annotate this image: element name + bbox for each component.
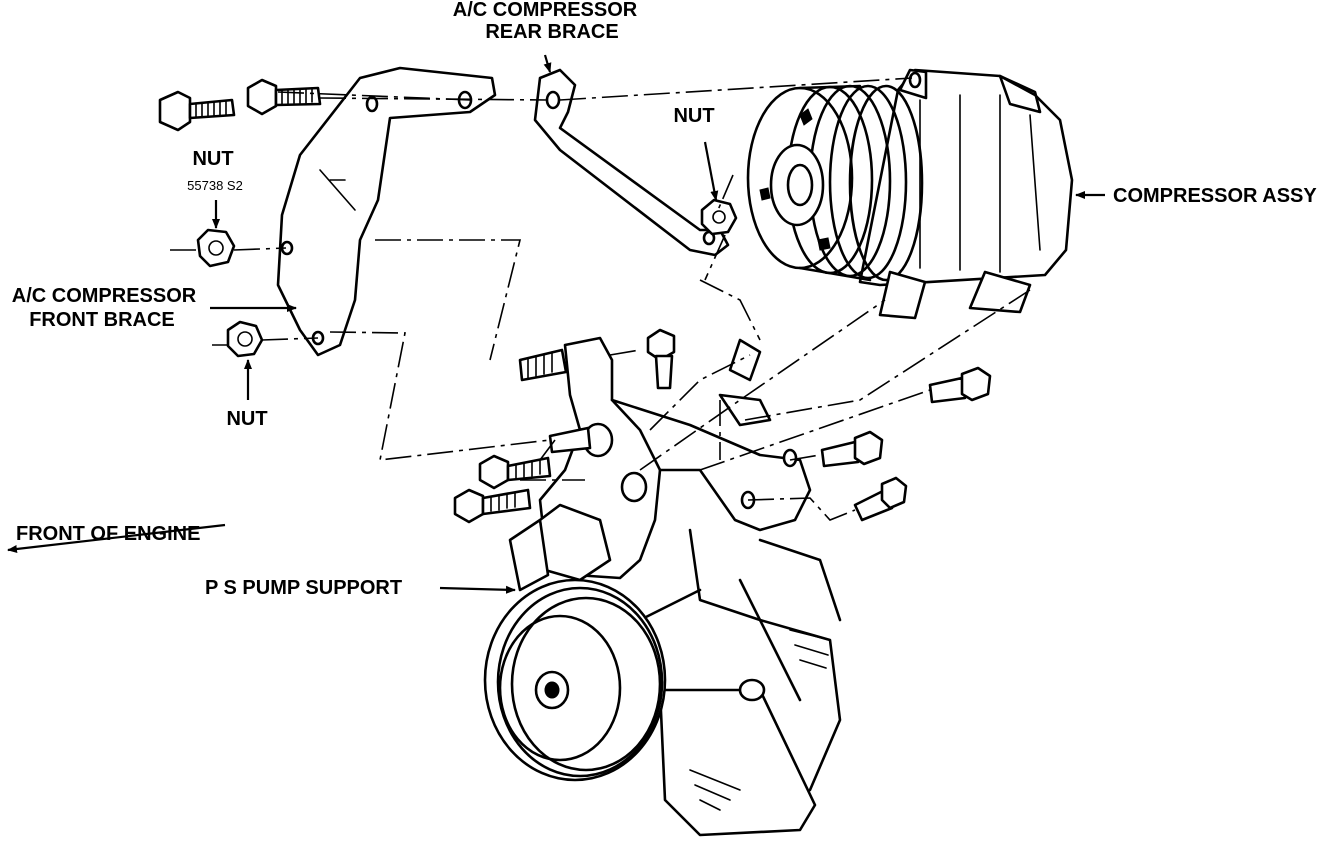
label-ps-pump-support: P S PUMP SUPPORT <box>205 577 402 599</box>
label-front-brace-line1: A/C COMPRESSOR <box>12 285 197 307</box>
label-nut-bottom-left: NUT <box>226 408 267 430</box>
nut-bottom-left <box>226 320 264 358</box>
label-rear-brace-line1: A/C COMPRESSOR <box>453 0 638 21</box>
label-nut-left: NUT <box>192 148 233 170</box>
label-front-of-engine: FRONT OF ENGINE <box>16 523 200 545</box>
label-nut-left-part-number: 55738 S2 <box>187 178 243 193</box>
bolt-left-lower <box>453 488 532 524</box>
label-compressor-assy: COMPRESSOR ASSY <box>1113 185 1317 207</box>
label-nut-top-right: NUT <box>673 105 714 127</box>
bolt-right-lower <box>853 476 908 522</box>
leader-arrows <box>7 54 1105 594</box>
bolt-angled-upper <box>728 338 762 382</box>
ps-pump-pulley <box>483 578 667 782</box>
bolt-right-upper <box>928 366 992 404</box>
top-bolt-left <box>158 90 236 132</box>
bolt-stud-top-center <box>518 348 568 382</box>
label-front-brace-line2: FRONT BRACE <box>29 309 175 331</box>
alignment-lines <box>170 77 1031 521</box>
bolt-left-middle <box>478 454 552 490</box>
top-bolt-right <box>246 78 322 116</box>
label-rear-brace-line2: REAR BRACE <box>485 21 618 43</box>
nut-top-right <box>700 198 738 236</box>
labels: A/C COMPRESSOR REAR BRACE NUT COMPRESSOR… <box>12 0 1318 599</box>
compressor-assy <box>746 68 1074 320</box>
bolt-right-middle <box>820 430 884 468</box>
bolt-vertical-center <box>646 328 676 390</box>
front-brace <box>276 66 497 357</box>
nut-left <box>196 228 236 268</box>
pump-reservoir <box>658 678 817 837</box>
ps-pump-support <box>508 336 842 792</box>
bolt-left-upper <box>548 426 592 454</box>
rear-brace <box>533 68 730 257</box>
